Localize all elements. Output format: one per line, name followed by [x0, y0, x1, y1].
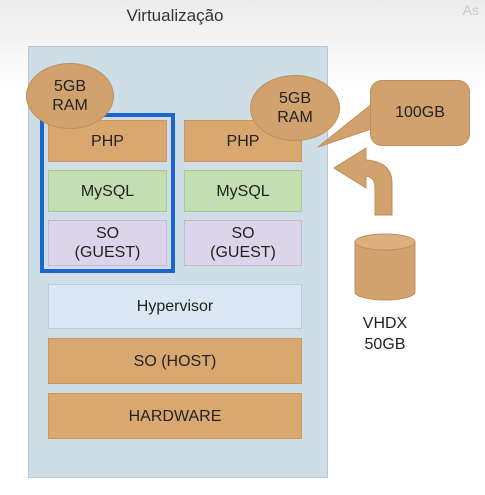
disk-cylinder-icon [354, 233, 416, 301]
vm1-selection-frame [40, 113, 175, 273]
vm2-guest-os-layer: SO (GUEST) [184, 220, 302, 266]
vm1-php-layer: PHP [48, 120, 167, 162]
curved-arrow-icon [333, 147, 393, 216]
host-os-layer: SO (HOST) [48, 338, 302, 384]
diagram-title: Virtualização [126, 6, 224, 25]
vhdx-label: VHDX 50GB [362, 315, 408, 353]
vm2-ram-bubble: 5GB RAM [250, 75, 340, 141]
vm1-guest-os-layer: SO (GUEST) [48, 220, 167, 266]
vm1-ram-bubble: 5GB RAM [26, 63, 114, 129]
vm1-mysql-layer: MySQL [48, 170, 167, 212]
corner-text: As [462, 2, 479, 18]
disk-size-callout: 100GB [370, 80, 470, 146]
hardware-layer: HARDWARE [48, 393, 302, 439]
vm2-mysql-layer: MySQL [184, 170, 302, 212]
hypervisor-layer: Hypervisor [48, 284, 302, 329]
